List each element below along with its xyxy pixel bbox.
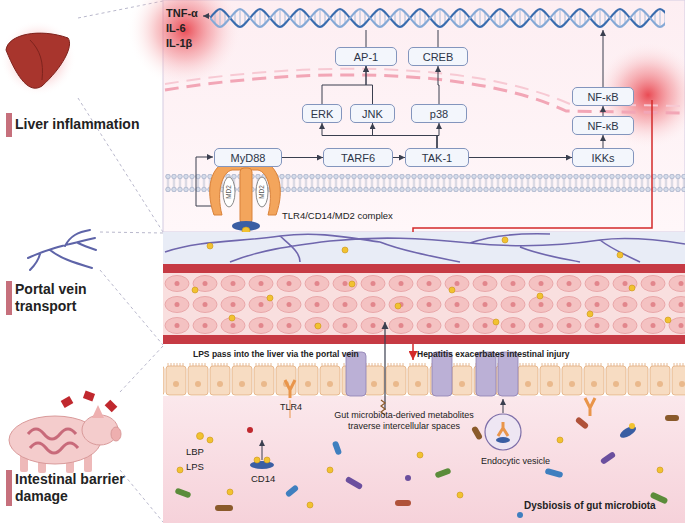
pathway-box: TAK-1	[405, 148, 469, 167]
pathway-box: CREB	[408, 47, 468, 66]
node-text: NF-κB	[587, 120, 618, 132]
text-label: Endocytic vesicle	[481, 456, 550, 467]
text-label: Liver inflammation	[15, 116, 139, 133]
text-label: LBP	[186, 446, 204, 457]
connector	[282, 157, 323, 158]
text-label: MD2	[258, 185, 266, 199]
text-label: TLR4	[280, 402, 302, 413]
text-label: Dysbiosis of gut microbiota	[524, 500, 656, 512]
connector	[373, 123, 438, 148]
text-label: TNF-α	[166, 7, 198, 20]
connector	[366, 66, 373, 104]
pathway-box: MyD88	[214, 148, 282, 167]
connector	[603, 106, 604, 116]
node-text: CREB	[423, 51, 454, 63]
text-label: MD2	[225, 185, 233, 199]
node-text: TARF6	[341, 152, 375, 164]
text-label: Intestinal barrier damage	[15, 471, 150, 505]
pathway-box: NF-κB	[572, 87, 634, 106]
connector	[603, 135, 604, 148]
node-text: TAK-1	[422, 152, 452, 164]
node-text: IKKs	[591, 152, 614, 164]
node-text: MyD88	[231, 152, 266, 164]
node-text: JNK	[362, 108, 383, 120]
connector	[393, 157, 405, 158]
text-label: Gut microbiota-derived metabolites trave…	[318, 410, 490, 432]
text-label: CD14	[251, 473, 275, 484]
pathway-box: NF-κB	[572, 116, 634, 135]
text-label: TLR4/CD14/MD2 complex	[282, 210, 393, 221]
node-text: p38	[430, 108, 448, 120]
pathway-box: AP-1	[335, 47, 397, 66]
text-label: LPS pass into the liver via the portal v…	[193, 349, 359, 359]
pathway-box: ERK	[302, 104, 342, 123]
text-label: Portal vein transport	[15, 281, 125, 315]
node-text: AP-1	[354, 51, 378, 63]
pathway-box: IKKs	[572, 148, 634, 167]
text-label: LPS	[186, 461, 204, 472]
connector	[322, 123, 437, 148]
pathway-box: p38	[411, 104, 467, 123]
pathway-box: TARF6	[323, 148, 393, 167]
connector	[322, 66, 366, 104]
text-label: IL-1β	[166, 37, 192, 50]
connector	[469, 157, 572, 158]
node-text: ERK	[311, 108, 334, 120]
connector	[437, 123, 439, 148]
connector	[438, 66, 439, 104]
text-label: Hepatitis exacerbates intestinal injury	[417, 349, 570, 359]
node-text: NF-κB	[587, 91, 618, 103]
text-label: IL-6	[166, 22, 186, 35]
pathway-box: JNK	[350, 104, 395, 123]
